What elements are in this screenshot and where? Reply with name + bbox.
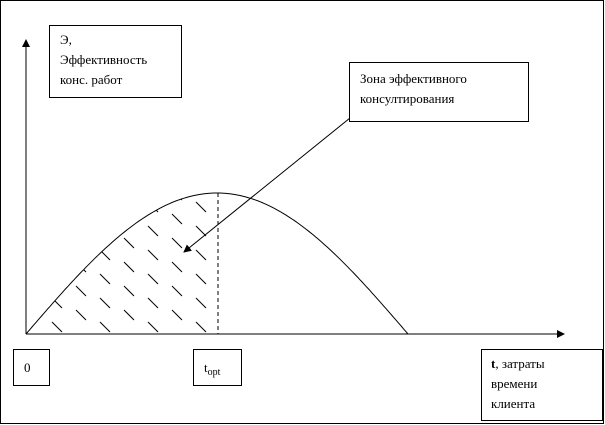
hatch-mark: [75, 193, 87, 201]
hatch-mark: [195, 321, 207, 333]
x-axis-label-rest: , затраты: [495, 356, 545, 371]
x-axis-label-line1: t, затраты: [491, 354, 602, 374]
hatch-mark: [75, 309, 87, 321]
y-axis-symbol: Э,: [60, 32, 72, 47]
x-axis-label-line2: времени: [491, 376, 538, 391]
hatch-mark: [27, 213, 39, 225]
hatch-mark: [147, 321, 159, 333]
hatch-mark: [171, 285, 183, 297]
hatch-mark: [195, 297, 207, 309]
hatch-mark: [75, 261, 87, 273]
hatch-mark: [171, 213, 183, 225]
x-axis-symbol: t: [491, 356, 496, 371]
hatch-mark: [123, 309, 135, 321]
zone-label-box: Зона эффективного консултирования: [349, 62, 529, 122]
hatch-mark: [27, 193, 39, 201]
zone-pointer-arrow: [183, 117, 351, 253]
hatch-mark: [51, 273, 63, 285]
origin-label: 0: [24, 360, 31, 375]
hatch-mark: [123, 213, 135, 225]
hatch-mark: [171, 193, 183, 201]
hatch-mark: [195, 201, 207, 213]
y-axis-label-box: Э, Эффективность конс. работ: [49, 25, 182, 98]
hatch-mark: [123, 285, 135, 297]
hatch-mark: [195, 249, 207, 261]
hatch-mark: [27, 309, 39, 321]
hatch-mark: [171, 309, 183, 321]
hatch-mark: [195, 273, 207, 285]
hatch-mark: [51, 225, 63, 237]
hatch-mark: [51, 321, 63, 333]
origin-label-box: 0: [13, 349, 50, 386]
hatch-mark: [27, 261, 39, 273]
hatch-mark: [147, 225, 159, 237]
hatch-mark: [99, 297, 111, 309]
t-opt-subscript: opt: [207, 367, 221, 378]
hatch-mark: [195, 225, 207, 237]
t-opt-label-box: topt: [193, 349, 242, 386]
hatch-mark: [51, 201, 63, 213]
t-opt-base: t: [204, 360, 208, 375]
hatch-mark: [99, 273, 111, 285]
x-axis-label-line3: клиента: [491, 396, 536, 411]
t-opt-label: topt: [204, 360, 221, 378]
hatch-mark: [51, 249, 63, 261]
hatch-mark: [99, 321, 111, 333]
hatch-mark: [147, 297, 159, 309]
zone-label-line1: Зона эффективного: [360, 71, 467, 86]
efficient-zone-hatching: [27, 193, 207, 333]
y-axis-label-line2: конс. работ: [60, 72, 123, 87]
hatch-mark: [75, 213, 87, 225]
hatch-mark: [27, 285, 39, 297]
hatch-mark: [123, 193, 135, 201]
hatch-mark: [75, 237, 87, 249]
y-axis-label-line1: Эффективность: [60, 52, 148, 67]
hatch-mark: [75, 285, 87, 297]
hatch-mark: [147, 249, 159, 261]
hatch-mark: [171, 261, 183, 273]
hatch-mark: [123, 261, 135, 273]
hatch-mark: [147, 273, 159, 285]
hatch-mark: [27, 237, 39, 249]
hatch-mark: [171, 237, 183, 249]
x-axis-label-box: t, затраты времени клиента: [481, 349, 603, 421]
zone-label-line2: консултирования: [360, 91, 455, 106]
hatch-mark: [99, 225, 111, 237]
hatch-mark: [99, 201, 111, 213]
hatch-mark: [123, 237, 135, 249]
efficiency-curve: [25, 192, 409, 335]
